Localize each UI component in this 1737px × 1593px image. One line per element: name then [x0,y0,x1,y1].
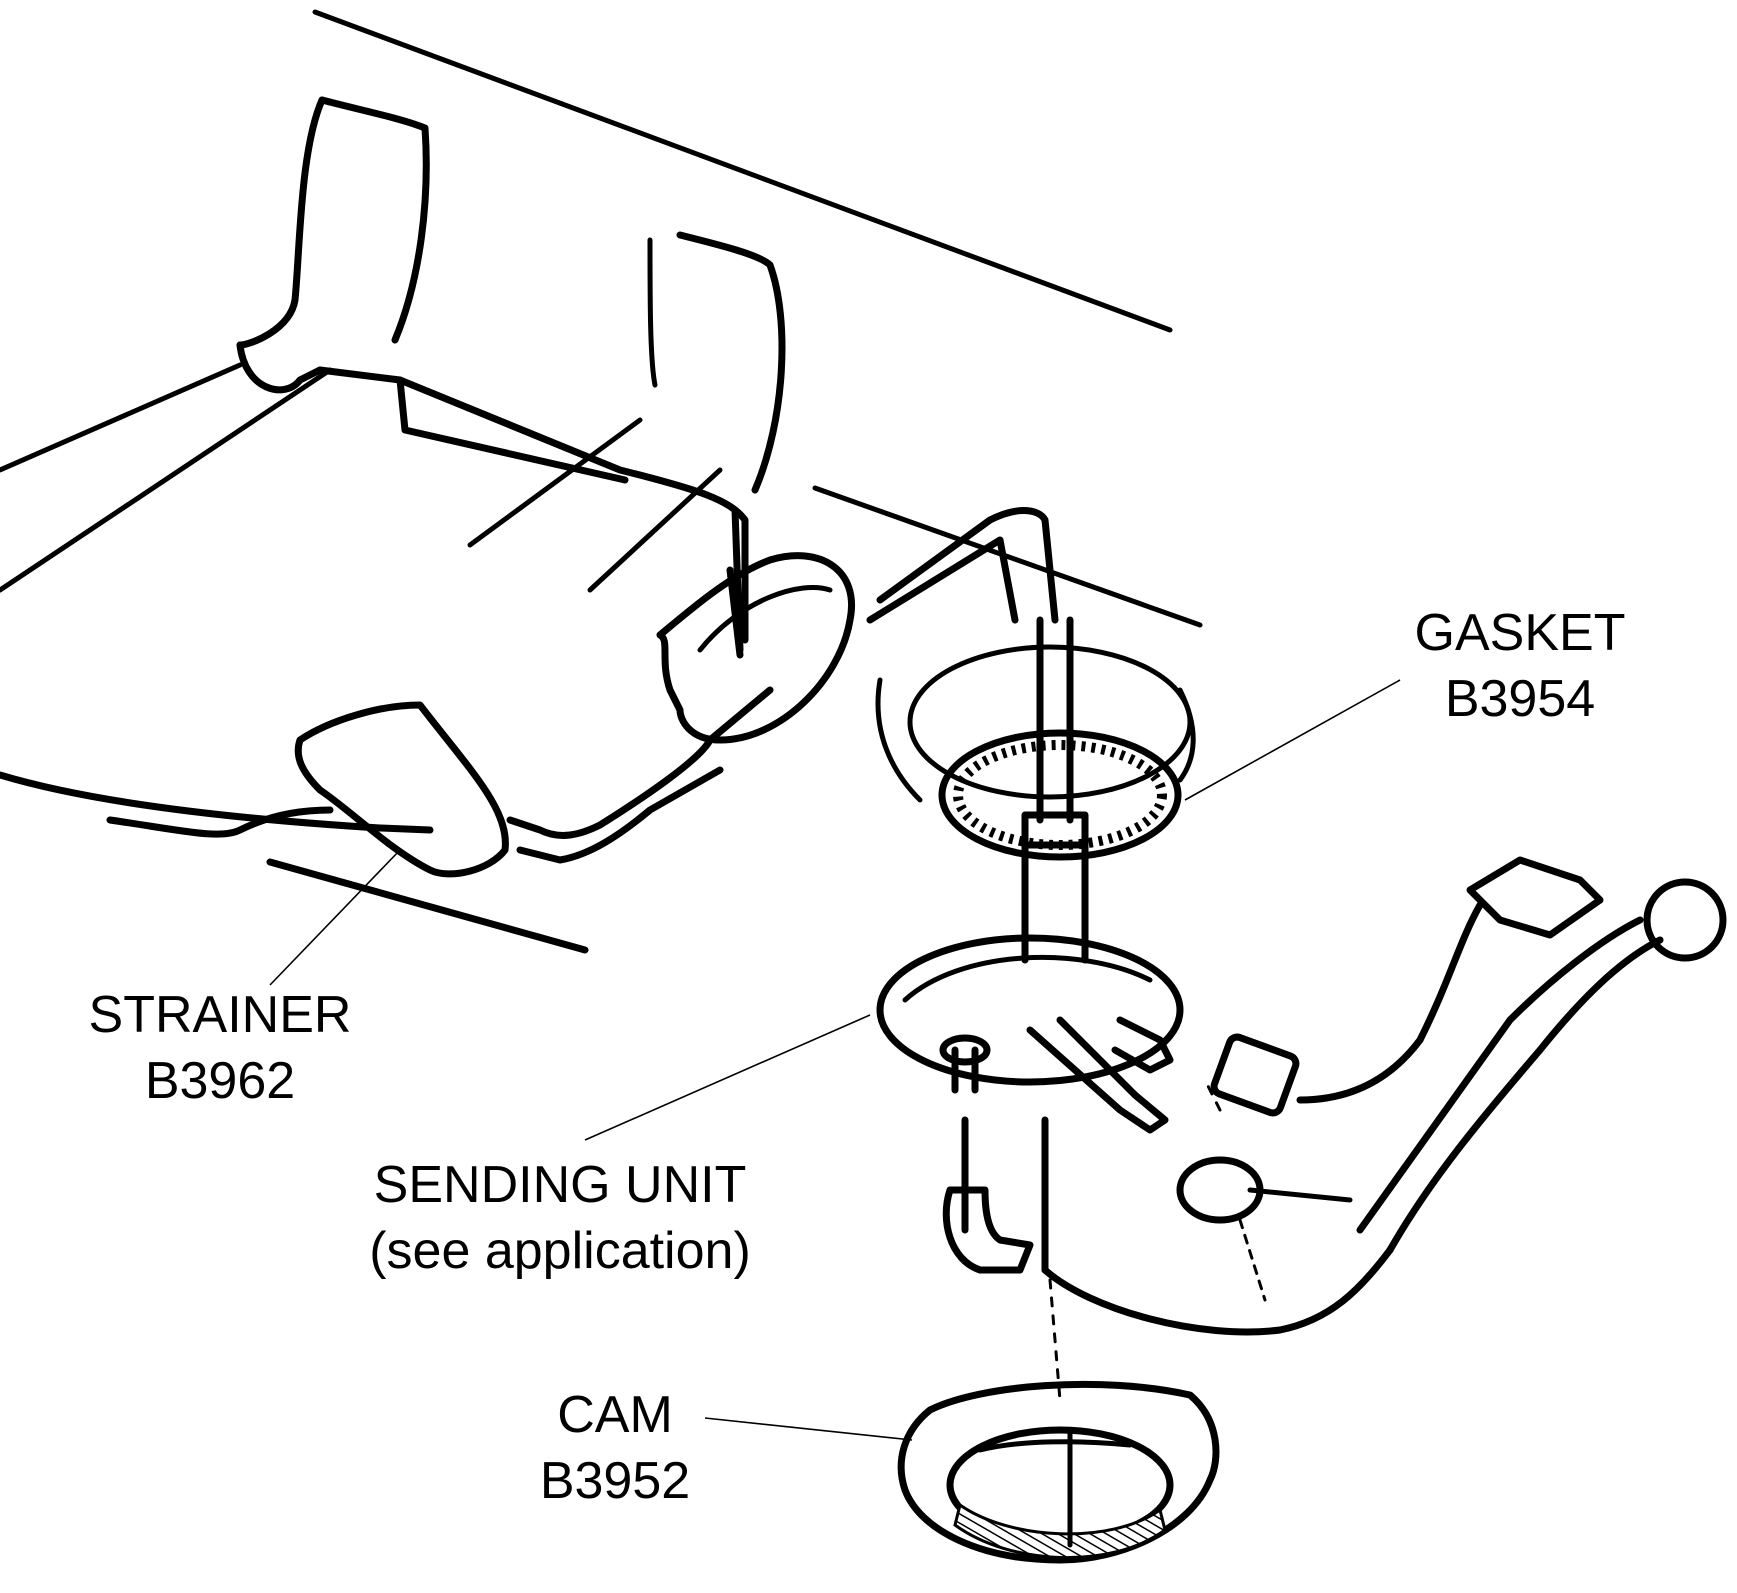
gasket-leader [1184,679,1401,801]
gasket-part-number: B3954 [1444,670,1596,728]
strainer-part-number: B3962 [144,1052,296,1110]
gasket-name: GASKET [1414,604,1626,662]
sending-unit [876,811,1727,1402]
strainer-leader [269,849,401,986]
cam [897,1380,1220,1564]
sending-unit-leader [584,1014,871,1141]
cam-leader [704,1417,913,1441]
strainer-name: STRAINER [88,986,352,1044]
strainer [294,701,509,878]
cam-label: CAM B3952 [530,1382,700,1514]
gasket [875,644,1196,861]
cam-name: CAM [557,1386,673,1444]
gasket-label: GASKET B3954 [1375,600,1665,732]
sending-unit-name: SENDING UNIT [373,1156,747,1214]
sending-unit-label: SENDING UNIT (see application) [310,1152,810,1284]
line-grommet [656,552,855,744]
cam-part-number: B3952 [539,1452,691,1510]
sending-unit-note: (see application) [369,1222,751,1280]
fuel-lines [236,341,1074,864]
strainer-label: STRAINER B3962 [60,982,380,1114]
fuel-tank [0,9,1203,954]
